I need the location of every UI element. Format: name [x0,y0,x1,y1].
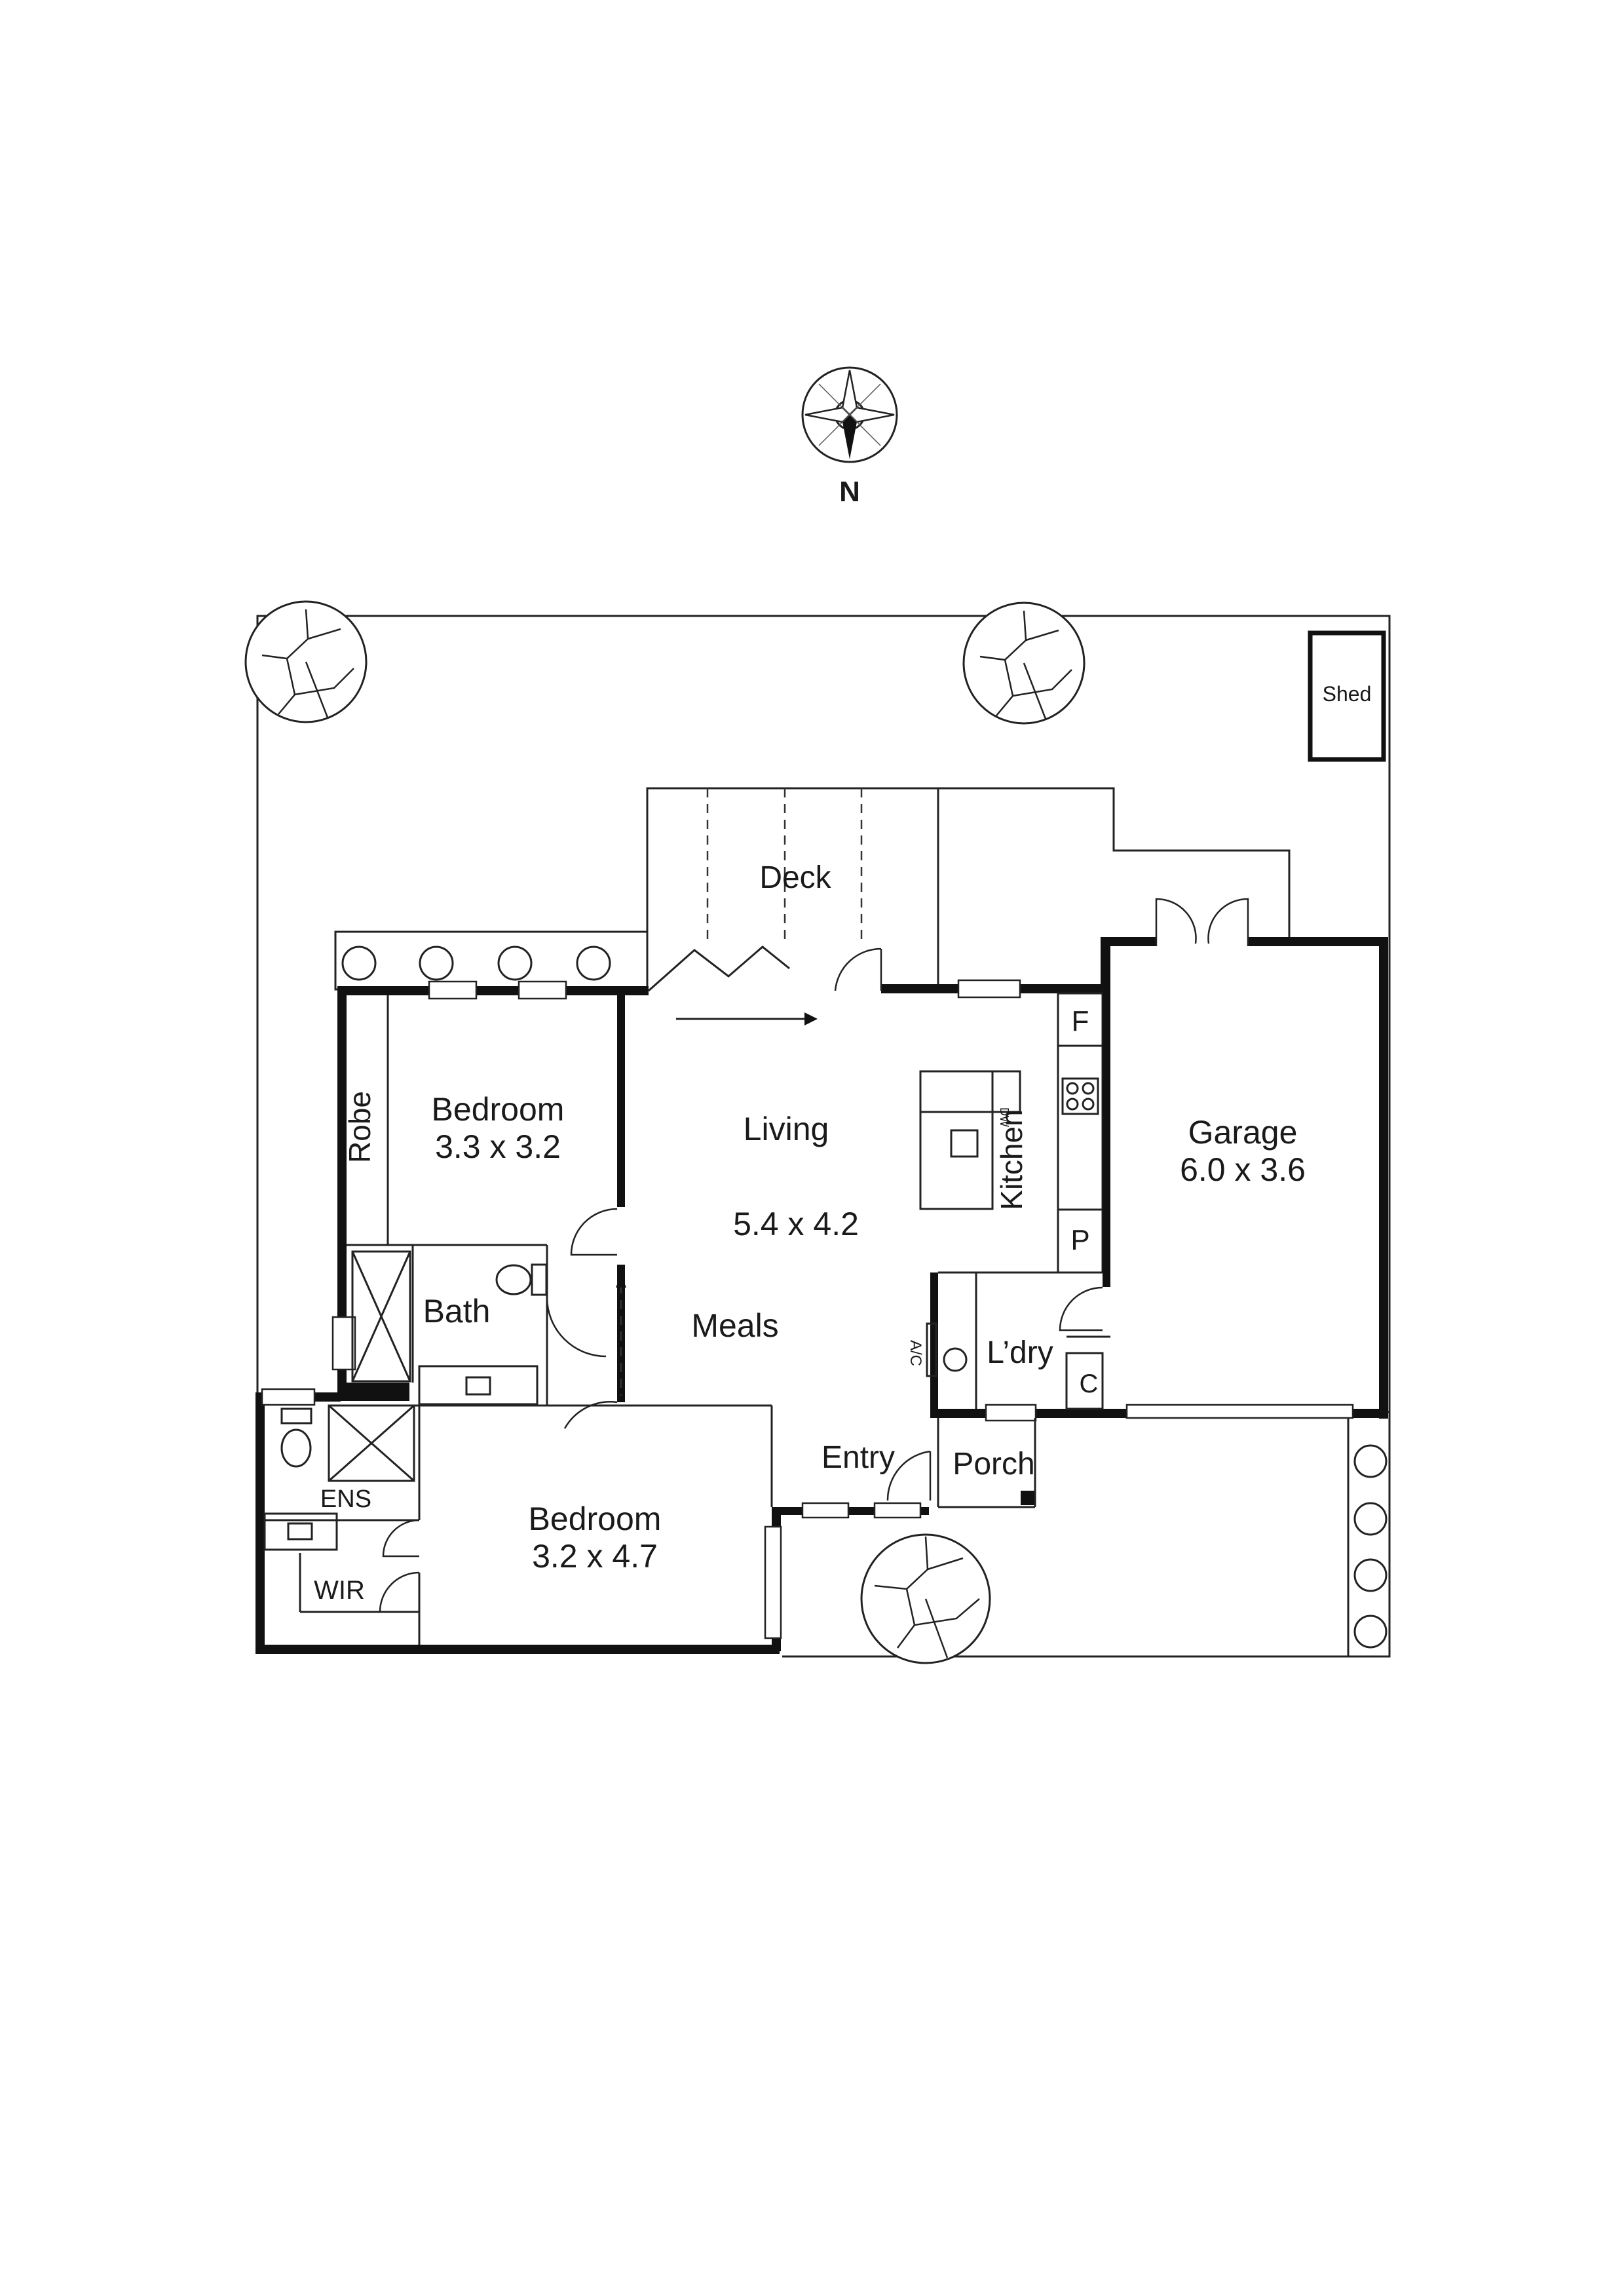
bedroom1-label: Bedroom [432,1091,565,1128]
cupboard-label: C [1080,1369,1099,1398]
bedroom1-size: 3.3 x 3.2 [435,1128,561,1165]
meals-label: Meals [691,1307,778,1344]
planter-east [1347,1411,1391,1658]
living-size: 5.4 x 4.2 [733,1206,859,1242]
bath-fixtures [351,1250,548,1406]
living-label: Living [744,1111,829,1147]
ac-label: A/C [907,1340,924,1366]
entry-label: Entry [821,1440,895,1475]
wir-label: WIR [314,1576,365,1605]
fridge-label: F [1072,1005,1089,1037]
bedroom2-label: Bedroom [529,1501,662,1537]
deck-label: Deck [759,860,831,895]
laundry-label: L’dry [987,1335,1053,1370]
doors [379,898,1249,1613]
windows [261,979,1354,1639]
ac-mount [926,1322,937,1377]
direction-arrows [616,1012,818,1396]
shed [1308,630,1386,762]
shed-label: Shed [1323,682,1372,706]
planter-north [334,930,649,991]
tree-icon [962,602,1086,725]
pantry-label: P [1070,1224,1089,1256]
cooktop-icon [1061,1077,1099,1115]
kitchen-island [919,1070,1021,1210]
site-boundary [256,615,1391,1658]
compass-north-label: N [839,476,860,508]
tree-icon [860,1533,991,1664]
deck [646,787,1291,986]
porch-label: Porch [953,1447,1034,1482]
ens-label: ENS [320,1485,371,1513]
garage-label: Garage [1188,1114,1298,1151]
kitchen-label: Kitchen [994,1109,1029,1210]
ac-unit-icon [943,1347,968,1372]
bath-label: Bath [423,1293,491,1330]
dishwasher-label: DW [998,1107,1011,1127]
tree-icon [244,600,368,723]
interior-walls [265,946,1110,1645]
robe-label: Robe [343,1091,377,1163]
ens-fixtures [263,1404,415,1551]
bedroom2-size: 3.2 x 4.7 [532,1538,658,1575]
compass-icon [801,366,898,463]
garage-size: 6.0 x 3.6 [1180,1151,1306,1188]
